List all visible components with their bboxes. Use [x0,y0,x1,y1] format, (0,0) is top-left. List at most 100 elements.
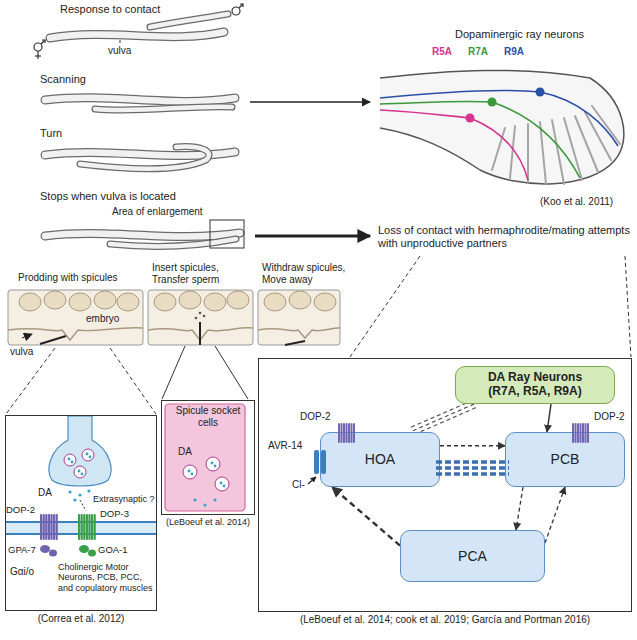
male-tail-illustration [575,116,598,172]
mating-step-illustration [148,290,253,345]
neuron-label: R5A [432,46,452,58]
citation: (Koo et al. 2011) [540,196,613,208]
synapse-illustration [40,545,50,553]
connector [516,487,523,530]
gap-junction-symbol [436,462,509,474]
neuron-name: DA Ray Neurons (R7A, R5A, R9A) [479,371,591,399]
male-tail-illustration [592,106,620,144]
receptor-label: DOP-3 [100,509,129,520]
step-label: Prodding with spicules [18,272,118,284]
mating-step-illustration [204,293,226,311]
worm-illustration [80,147,209,169]
panel-box: Spicule socket cells(LeBoeuf et al. 2014… [161,400,255,515]
zoom-line [350,256,420,357]
male-tail-illustration [492,106,620,184]
male-tail-illustration [488,98,497,107]
mating-step-illustration [19,291,139,311]
neuron-box: PCB [505,432,625,487]
protein-label: GOA-1 [98,545,128,556]
male-tail-illustration [552,120,564,184]
synapse-illustration [74,466,86,478]
zoom-line [110,348,156,414]
neuron-name: PCA [458,548,487,564]
synapse-illustration [78,493,81,496]
ion-channel-symbol [314,450,326,474]
worm-illustration [110,239,236,246]
part-label: embryo [84,313,121,325]
receptor-label: DOP-2 [6,505,35,516]
socket-cell-illustration [188,462,226,507]
receptor-label: DOP-2 [594,411,625,423]
part-label: vulva [10,346,33,358]
mating-step-illustration [154,291,249,311]
synapse-illustration [68,458,71,461]
worm-illustration [45,14,240,246]
worm-illustration [80,147,209,169]
synapse-illustration [68,453,92,502]
worm-illustration [150,14,228,27]
connector [547,404,551,432]
mating-step-illustration [258,290,340,345]
mating-step-illustration [40,336,66,344]
receptor-symbol [338,423,589,443]
zoom-line [162,346,185,399]
synapse-illustration [78,514,96,557]
worm-illustration [95,107,232,110]
socket-cell-illustration [188,470,191,473]
male-tail-illustration [380,90,618,180]
mating-step-illustration [203,315,206,318]
citation: (LeBoeuf et al. 2014; cook et al. 2019; … [300,614,590,626]
synapse-illustration [80,500,86,511]
channel-label: AVR-14 [268,440,302,452]
male-tail-illustration [380,110,528,180]
protein-label: Gαi/o [10,566,34,578]
synapse-illustration [6,416,156,557]
mating-step-illustration [195,312,206,320]
receptor-symbol [353,423,355,443]
synapse-illustration [87,489,90,492]
molecule-label: DA [38,487,52,499]
neuron-label: R7A [468,46,488,58]
socket-cell-illustration [206,457,220,471]
receptor-symbol [338,423,340,443]
receptor-symbol [575,423,577,443]
connector [332,487,400,546]
receptor-symbol [572,423,574,443]
mating-step-illustration [8,290,340,345]
receptor-symbol [577,423,579,443]
cell-label: Spicule socket cells [168,405,248,428]
worm-illustration [110,239,236,246]
synapse-illustration [48,514,50,540]
socket-cell-illustration [191,473,194,476]
step-label: Scanning [40,73,86,86]
synapse-illustration [91,514,93,540]
mating-step-illustration [227,291,249,309]
synapse-illustration [83,514,85,540]
synapse-illustration [86,514,88,540]
synapse-illustration [40,514,42,540]
citation: (Correa et al. 2012) [38,613,125,625]
receptor-symbol [341,423,343,443]
worm-illustration [95,107,232,110]
note-label: Extrasynaptic ? [93,494,155,504]
step-label: Response to contact [60,3,160,16]
mating-step-illustration [8,328,143,340]
socket-cell-illustration [183,465,197,479]
synapse-illustration [81,473,84,476]
receptor-symbol [580,423,582,443]
mating-step-illustration [44,291,66,309]
sex-symbol [239,4,243,8]
worm-illustration [150,14,228,27]
zoom-line [625,256,631,357]
receptor-symbol [351,423,353,443]
step-label: Loss of contact with hermaphrodite/matin… [378,224,632,249]
sex-symbol [41,40,45,44]
male-tail-illustration [536,88,545,97]
synapse-illustration [49,416,111,486]
flow-arrow [250,101,370,103]
connector-line [332,487,400,546]
ion-label: Cl- [292,479,305,491]
step-label: Stops when vulva is located [40,190,176,203]
receptor-symbol [582,423,584,443]
